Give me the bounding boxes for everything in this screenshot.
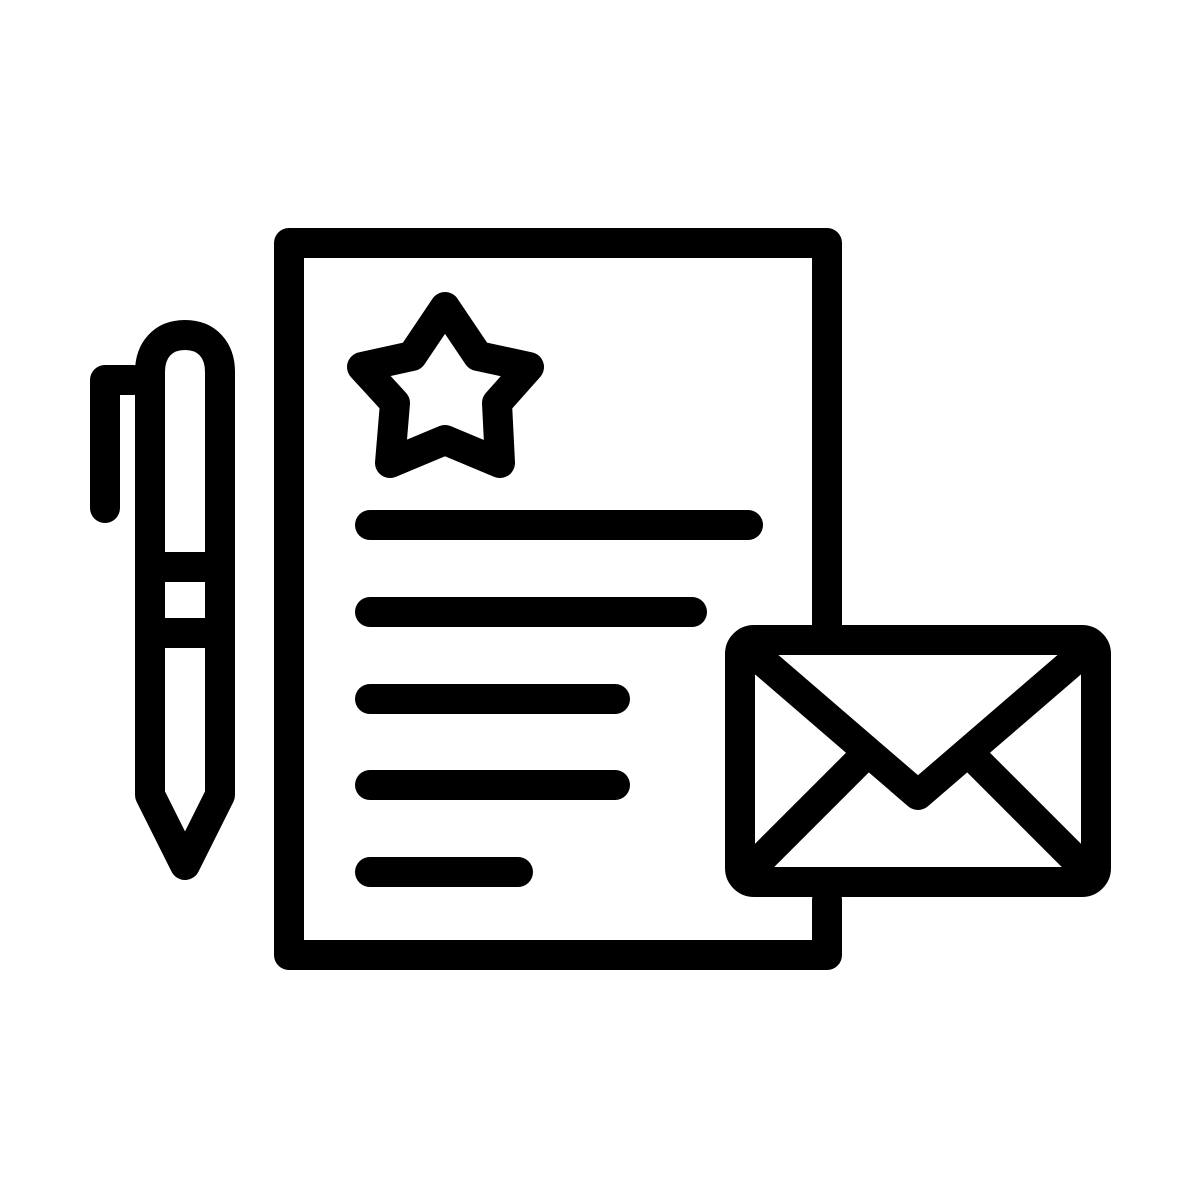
text-lines xyxy=(355,510,763,887)
envelope-icon xyxy=(725,625,1111,897)
pen-body xyxy=(135,320,235,880)
envelope-outline xyxy=(725,625,1111,897)
star-icon xyxy=(347,292,544,478)
pen-icon xyxy=(90,320,235,880)
envelope-fold-left xyxy=(737,747,873,883)
envelope-fold-right xyxy=(963,747,1099,883)
envelope-flap xyxy=(737,637,1099,810)
document-icon xyxy=(274,228,842,970)
document-outline xyxy=(274,228,842,970)
pen-clip xyxy=(90,365,148,523)
